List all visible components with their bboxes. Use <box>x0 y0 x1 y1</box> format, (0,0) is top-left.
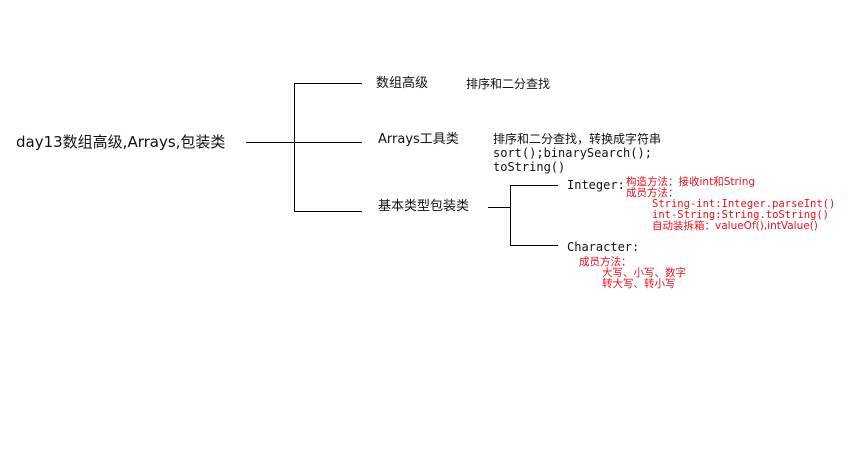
branch-array-advanced-note: 排序和二分查找 <box>466 77 551 91</box>
integer-label: Integer: <box>567 178 625 192</box>
character-note-3: 转大写、转小写 <box>602 278 676 290</box>
integer-note-1: 构造方法：接收int和String <box>626 176 756 188</box>
character-label: Character: <box>567 240 640 254</box>
integer-note-4: int-String:String.toString() <box>652 209 830 221</box>
wrapper-sub-spine <box>510 185 511 245</box>
branch-1-connector <box>294 83 362 84</box>
branch-2-connector <box>294 142 362 143</box>
arrays-tool-note-2: sort();binarySearch(); <box>493 146 652 160</box>
wrapper-connector <box>488 207 511 208</box>
character-note-1: 成员方法： <box>579 256 632 268</box>
branch-3-connector <box>294 211 362 212</box>
root-connector <box>246 142 294 143</box>
character-note-2: 大写、小写、数字 <box>602 267 686 279</box>
arrays-tool-note-1: 排序和二分查找，转换成字符串 <box>493 132 662 146</box>
integer-note-5: 自动装拆箱：valueOf(),intValue() <box>652 220 818 232</box>
branch-arrays-tool-label: Arrays工具类 <box>378 132 459 147</box>
integer-note-2: 成员方法： <box>626 187 679 199</box>
character-connector <box>510 245 558 246</box>
root-node-label: day13数组高级,Arrays,包装类 <box>16 133 226 151</box>
branch-wrapper-label: 基本类型包装类 <box>378 199 470 214</box>
main-spine <box>294 83 295 212</box>
integer-connector <box>510 185 558 186</box>
integer-note-3: String-int:Integer.parseInt() <box>652 198 836 210</box>
branch-array-advanced-label: 数组高级 <box>376 76 429 91</box>
arrays-tool-note-3: toString() <box>493 160 566 174</box>
